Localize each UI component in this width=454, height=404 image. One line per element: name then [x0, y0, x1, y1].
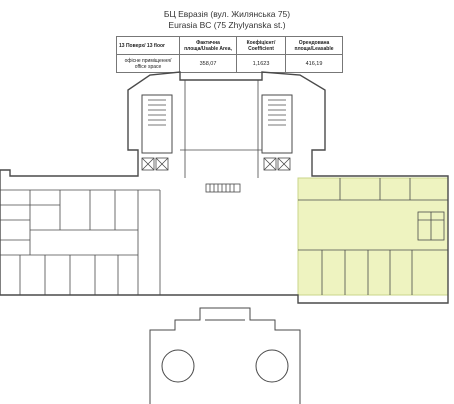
left-offices: [0, 189, 161, 295]
space-type-label: офісне приміщення/ office space: [116, 54, 180, 73]
right-offices: [298, 178, 448, 295]
area-info-table: 13 Поверх/ 13 floor Фактична площа/Usabl…: [116, 36, 343, 73]
leasable-area-value: 416,19: [285, 54, 343, 73]
plan-title-en: Eurasia BC (75 Zhylyanska st.): [168, 20, 286, 30]
leased-office-area: [297, 177, 449, 296]
central-core: [141, 80, 293, 193]
plan-title-ua: БЦ Евразія (вул. Жилянська 75): [163, 9, 291, 19]
coefficient-value: 1,1623: [236, 54, 286, 73]
building-outline: [0, 71, 449, 304]
usable-area-value: 358,07: [179, 54, 237, 73]
lower-facade: [149, 307, 301, 404]
